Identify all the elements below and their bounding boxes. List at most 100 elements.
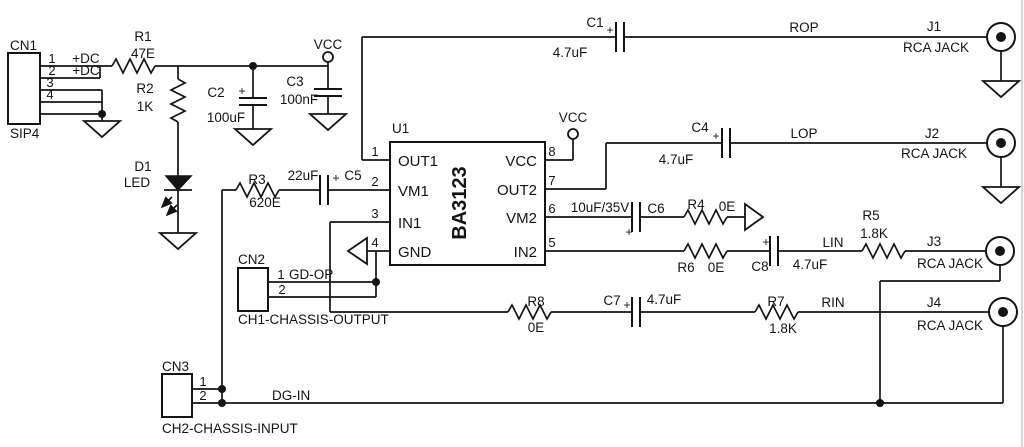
cn2-ref-label: CN2: [238, 252, 265, 267]
cn2-label: CH1-CHASSIS-OUTPUT: [238, 312, 389, 327]
r7-value-label: 1.8K: [769, 321, 797, 336]
r8-ref-label: R8: [527, 294, 544, 309]
u1-pin6-name: VM2: [506, 210, 537, 227]
u1-pin7-name: OUT2: [497, 182, 537, 199]
r1-ref-label: R1: [134, 29, 151, 44]
rop-net-label: ROP: [789, 20, 818, 35]
capacitor-c1: C1 + 4.7uF: [553, 15, 625, 60]
r3-ref-label: R3: [248, 172, 265, 187]
dgin-net-label: DG-IN: [272, 388, 310, 403]
u1-ref-label: U1: [392, 121, 409, 136]
ground-icon: [234, 128, 272, 146]
ic-u1: U1 BA3123 1 2 3 4 8 7 6 5 OUT1 VM1 IN1 G…: [371, 121, 556, 266]
connector-cn2: CN2 1 GD-OP 2 CH1-CHASSIS-OUTPUT: [237, 236, 389, 327]
ground-icon: [982, 80, 1020, 98]
r6-value-label: 0E: [708, 260, 725, 275]
rca-jack-icon: [985, 236, 1015, 266]
vcc-net-label: VCC: [559, 110, 588, 125]
u1-pin8-name: VCC: [505, 153, 537, 170]
r1-value-label: 47E: [131, 46, 155, 61]
cn1-ref-label: CN1: [10, 38, 37, 53]
junction-dot: [218, 399, 226, 407]
vcc-terminal-icon: [567, 128, 579, 140]
r4-ref-label: R4: [687, 197, 705, 212]
c5-value-label: 22uF: [288, 168, 319, 183]
resistor-r4: R4 0E: [683, 197, 736, 225]
c1-value-label: 4.7uF: [553, 45, 588, 60]
d1-value-label: LED: [124, 175, 151, 190]
c4-value-label: 4.7uF: [659, 152, 694, 167]
c7-polarity-plus: +: [623, 298, 630, 312]
junction-dot: [218, 385, 226, 393]
cn1-pin3-number: 3: [46, 75, 53, 90]
cn3-pin2-number: 2: [199, 388, 206, 403]
vcc-terminal-icon: [322, 51, 334, 63]
u1-pin2-name: VM1: [398, 183, 429, 200]
cn3-ref-label: CN3: [162, 359, 189, 374]
ground-icon: [309, 113, 347, 131]
c2-value-label: 100uF: [207, 110, 245, 125]
led-emission-arrows: [160, 196, 178, 217]
c1-ref-label: C1: [586, 15, 603, 30]
c8-value-label: 4.7uF: [793, 257, 828, 272]
ground-icon: [159, 232, 197, 250]
vcc-net-label: VCC: [314, 37, 343, 52]
chassis-arrow-left-icon: [346, 236, 368, 266]
r7-ref-label: R7: [767, 294, 784, 309]
jack-j2: J2 RCA JACK: [901, 126, 1016, 161]
junction-dot: [372, 278, 380, 286]
u1-pin4-name: GND: [398, 244, 432, 261]
jack-j1: J1 RCA JACK: [903, 19, 1016, 55]
connector-cn1: CN1 SIP4 1 2 3 4 +DC +DC: [7, 38, 100, 141]
c5-ref-label: C5: [344, 168, 361, 183]
cn1-pin1-number: 1: [48, 51, 55, 66]
c4-polarity-plus: +: [712, 129, 719, 143]
u1-part-label: BA3123: [449, 166, 471, 239]
j2-ref-label: J2: [925, 126, 939, 141]
cn2-pin2-number: 2: [278, 282, 285, 297]
connector-cn3: CN3 1 2 DG-IN CH2-CHASSIS-INPUT: [161, 359, 310, 436]
r5-value-label: 1.8K: [860, 226, 888, 241]
cn3-pin1-number: 1: [199, 374, 206, 389]
j3-ref-label: J3: [927, 234, 941, 249]
ground-symbols: [83, 80, 1020, 250]
junction-dots: [98, 62, 884, 407]
u1-pin6-number: 6: [548, 201, 555, 216]
u1-pin4-number: 4: [371, 235, 378, 250]
c8-ref-label: C8: [751, 259, 768, 274]
lin-net-label: LIN: [822, 235, 843, 250]
c8-polarity-plus: +: [762, 235, 769, 249]
rca-jack-icon: [986, 22, 1016, 52]
j4-ref-label: J4: [927, 295, 942, 310]
r5-ref-label: R5: [862, 208, 879, 223]
capacitor-c7: C7 + 4.7uF: [603, 292, 682, 328]
rin-net-label: RIN: [821, 295, 844, 310]
r2-value-label: 1K: [137, 99, 154, 114]
r4-value-label: 0E: [719, 199, 736, 214]
rca-jack-icon: [988, 297, 1018, 327]
u1-pin1-name: OUT1: [398, 153, 438, 170]
c1-polarity-plus: +: [606, 23, 613, 37]
resistor-r1: R1 47E: [111, 29, 156, 74]
resistor-r5: R5 1.8K: [860, 208, 906, 259]
u1-pin8-number: 8: [548, 144, 555, 159]
r2-ref-label: R2: [136, 81, 153, 96]
r8-value-label: 0E: [528, 320, 545, 335]
cn3-label: CH2-CHASSIS-INPUT: [162, 421, 298, 436]
chassis-arrow-right-icon: [744, 202, 765, 232]
resistor-r8: R8 0E: [507, 294, 552, 335]
u1-pin5-number: 5: [548, 235, 555, 250]
c7-value-label: 4.7uF: [647, 292, 682, 307]
c6-polarity-plus: +: [625, 225, 632, 239]
c7-ref-label: C7: [603, 293, 620, 308]
junction-dot: [98, 110, 106, 118]
r6-ref-label: R6: [677, 260, 694, 275]
u1-pin1-number: 1: [371, 144, 378, 159]
capacitor-c8: + C8 4.7uF: [751, 235, 827, 274]
j3-type-label: RCA JACK: [917, 256, 983, 271]
jack-j4: J4 RCA JACK: [917, 295, 1018, 333]
wires: [40, 36, 1004, 404]
u1-pin2-number: 2: [371, 174, 378, 189]
